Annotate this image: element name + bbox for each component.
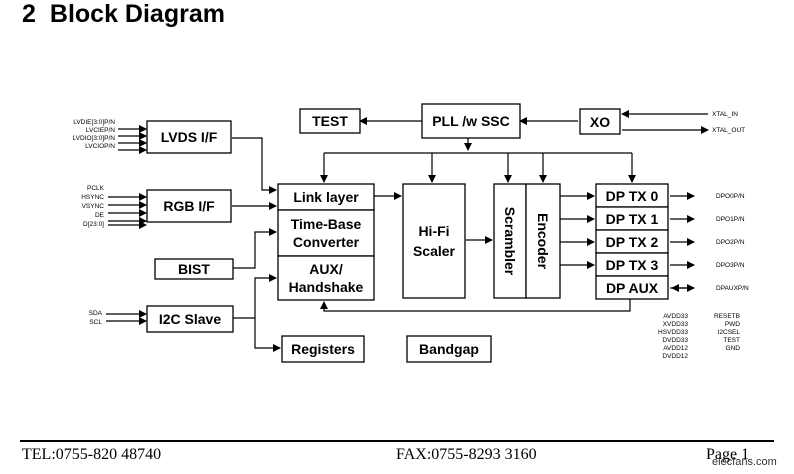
rgb-if-label: RGB I/F — [163, 198, 215, 214]
bandgap-label: Bandgap — [419, 341, 479, 357]
xo-label: XO — [590, 114, 610, 130]
footer-fax: FAX:0755-8293 3160 — [396, 446, 537, 463]
signal-label: PCLK — [87, 185, 105, 192]
link-layer-block: Link layer — [277, 183, 375, 211]
lvds-input-signals: LVDIE[3:0]P/N LVCIEP/N LVDIO[3:0]P/N LVC… — [72, 119, 115, 150]
aux-handshake-block: AUX/ Handshake — [277, 255, 375, 301]
pin-label: RESETB — [714, 313, 740, 320]
dp-tx-0-label: DP TX 0 — [606, 188, 659, 204]
signal-label: XTAL_IN — [712, 111, 738, 118]
pin-label: I2CSEL — [718, 329, 741, 336]
scaler-label-2: Scaler — [413, 243, 456, 259]
connection-lines — [106, 110, 709, 352]
section-number: 2 — [22, 0, 36, 28]
signal-label: DE — [95, 212, 105, 219]
time-base-converter-block: Time-Base Converter — [277, 209, 375, 257]
pin-label: PWD — [725, 321, 740, 328]
dp-tx-2-label: DP TX 2 — [606, 234, 659, 250]
section-heading: 2 Block Diagram — [22, 0, 239, 29]
signal-label: D[23:0] — [83, 221, 104, 228]
bandgap-block: Bandgap — [406, 335, 492, 363]
footer-tel: TEL:0755-820 48740 — [22, 446, 162, 463]
signal-label: DPAUXP/N — [716, 285, 749, 292]
pin-label: XVDD33 — [663, 321, 689, 328]
registers-block: Registers — [281, 335, 365, 363]
signal-label: SDA — [89, 310, 103, 317]
dp-aux-block: DP AUX — [595, 275, 669, 300]
dp-tx-3-label: DP TX 3 — [606, 257, 659, 273]
signal-label: LVDIO[3:0]P/N — [72, 135, 115, 142]
signal-label: SCL — [89, 319, 102, 326]
aux-handshake-label-2: Handshake — [289, 279, 364, 295]
control-pin-labels: RESETB PWD I2CSEL TEST GND — [714, 313, 740, 352]
lvds-if-label: LVDS I/F — [161, 129, 218, 145]
test-label: TEST — [312, 113, 348, 129]
dp-tx-1-label: DP TX 1 — [606, 211, 659, 227]
scaler-label-1: Hi-Fi — [418, 223, 449, 239]
encoder-block: Encoder — [525, 183, 561, 299]
encoder-label: Encoder — [535, 213, 551, 270]
pin-label: HSVDD33 — [658, 329, 688, 336]
test-block: TEST — [299, 108, 361, 134]
watermark: elecfans.com — [712, 456, 777, 468]
pin-label: GND — [726, 345, 741, 352]
signal-label: DPO0P/N — [716, 193, 745, 200]
dp-tx-3-block: DP TX 3 — [595, 252, 669, 277]
footer-page: Page 1 — [706, 446, 750, 463]
signal-label: XTAL_OUT — [712, 127, 745, 134]
link-layer-label: Link layer — [293, 189, 359, 205]
rgb-if-block: RGB I/F — [146, 189, 232, 223]
i2c-slave-label: I2C Slave — [159, 311, 221, 327]
signal-label: LVDIE[3:0]P/N — [73, 119, 115, 126]
registers-label: Registers — [291, 341, 355, 357]
dp-aux-label: DP AUX — [606, 280, 659, 296]
pll-block: PLL /w SSC — [421, 103, 521, 139]
bist-label: BIST — [178, 261, 210, 277]
pin-label: AVDD33 — [663, 313, 688, 320]
pin-label: DVDD33 — [662, 337, 688, 344]
section-title: Block Diagram — [49, 0, 225, 28]
time-base-label-1: Time-Base — [291, 216, 362, 232]
signal-label: LVCIEP/N — [86, 127, 115, 134]
rgb-input-signals: PCLK HSYNC VSYNC DE D[23:0] — [81, 185, 104, 228]
dp-output-signals: DPO0P/N DPO1P/N DPO2P/N DPO3P/N DPAUXP/N — [716, 193, 749, 292]
signal-label: DPO1P/N — [716, 216, 745, 223]
signal-label: DPO3P/N — [716, 262, 745, 269]
dp-tx-2-block: DP TX 2 — [595, 229, 669, 254]
scrambler-label: Scrambler — [502, 207, 518, 276]
dp-tx-0-block: DP TX 0 — [595, 183, 669, 208]
dp-tx-1-block: DP TX 1 — [595, 206, 669, 231]
pin-label: TEST — [723, 337, 740, 344]
signal-label: DPO2P/N — [716, 239, 745, 246]
time-base-label-2: Converter — [293, 234, 360, 250]
scrambler-block: Scrambler — [493, 183, 527, 299]
aux-handshake-label-1: AUX/ — [309, 261, 343, 277]
signal-label: LVCIOP/N — [85, 143, 115, 150]
signal-label: VSYNC — [82, 203, 105, 210]
i2c-slave-block: I2C Slave — [146, 305, 234, 333]
bist-block: BIST — [154, 258, 234, 280]
power-pin-labels: AVDD33 XVDD33 HSVDD33 DVDD33 AVDD12 DVDD… — [658, 313, 688, 360]
i2c-input-signals: SDA SCL — [89, 310, 103, 326]
footer-divider — [20, 440, 774, 442]
signal-label: HSYNC — [81, 194, 104, 201]
pin-label: DVDD12 — [662, 353, 688, 360]
pin-label: AVDD12 — [663, 345, 688, 352]
pll-label: PLL /w SSC — [432, 113, 510, 129]
xtal-signals: XTAL_IN XTAL_OUT — [712, 111, 745, 134]
lvds-if-block: LVDS I/F — [146, 120, 232, 154]
hi-fi-scaler-block: Hi-Fi Scaler — [402, 183, 466, 299]
xo-block: XO — [579, 108, 621, 135]
